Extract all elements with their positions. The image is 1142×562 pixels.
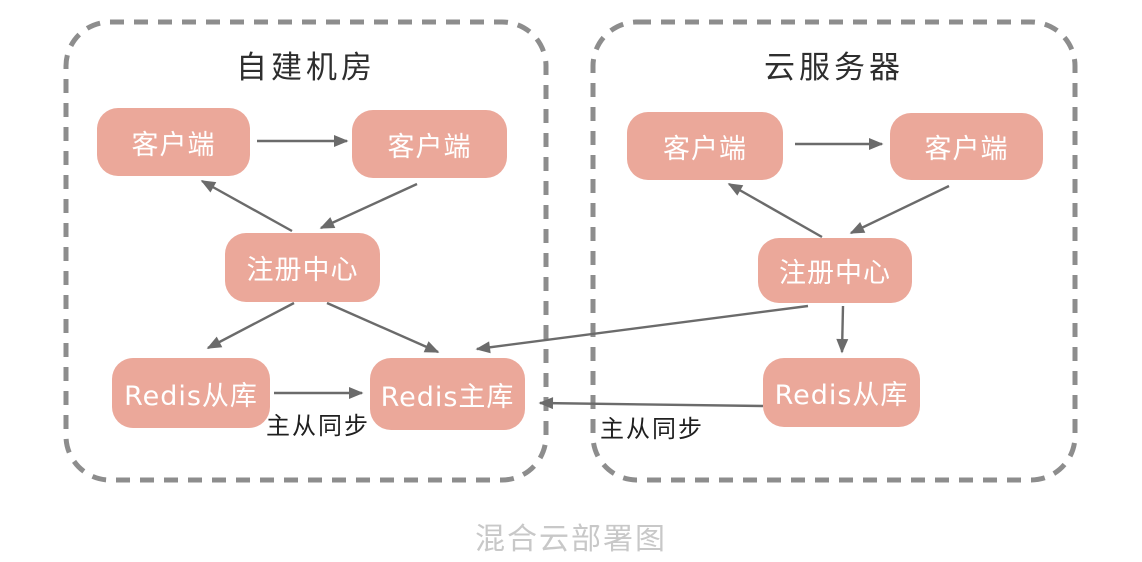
node-selfhosted-redis-slave: Redis从库 — [112, 358, 270, 428]
edge-cloud-registry-to-selfhosted-redis-master — [475, 304, 809, 354]
node-selfhosted-client-b: 客户端 — [352, 110, 507, 178]
node-selfhosted-client-a: 客户端 — [97, 108, 250, 176]
node-selfhosted-redis-master: Redis主库 — [370, 358, 525, 430]
zone-title-cloud: 云服务器 — [764, 50, 904, 86]
edge-cloud-client-b-to-registry — [849, 184, 950, 235]
node-cloud-registry: 注册中心 — [758, 238, 912, 303]
cloud-zone-border — [590, 19, 1078, 483]
zone-title-self-hosted: 自建机房 — [236, 50, 376, 86]
edge-selfhosted-client-b-to-registry — [319, 182, 418, 230]
node-cloud-client-a: 客户端 — [627, 112, 783, 180]
node-cloud-redis-slave: Redis从库 — [763, 358, 920, 427]
edge-selfhosted-registry-to-redis-slave — [206, 301, 295, 350]
diagram-caption: 混合云部署图 — [475, 522, 667, 557]
edge-selfhosted-registry-to-redis-master — [326, 301, 440, 354]
edge-cloud-registry-to-client-a — [727, 182, 823, 239]
node-selfhosted-registry: 注册中心 — [225, 233, 380, 302]
edge-cloud-registry-to-redis-slave — [836, 305, 849, 354]
edge-selfhosted-registry-to-client-a — [200, 179, 293, 233]
edge-cloud-redis-slave-to-selfhosted-redis-master — [538, 397, 764, 410]
node-cloud-client-b: 客户端 — [890, 113, 1043, 180]
self-hosted-zone-border — [63, 19, 549, 483]
edge-label-sync-left: 主从同步 — [266, 412, 370, 440]
edge-label-sync-right: 主从同步 — [600, 415, 704, 443]
